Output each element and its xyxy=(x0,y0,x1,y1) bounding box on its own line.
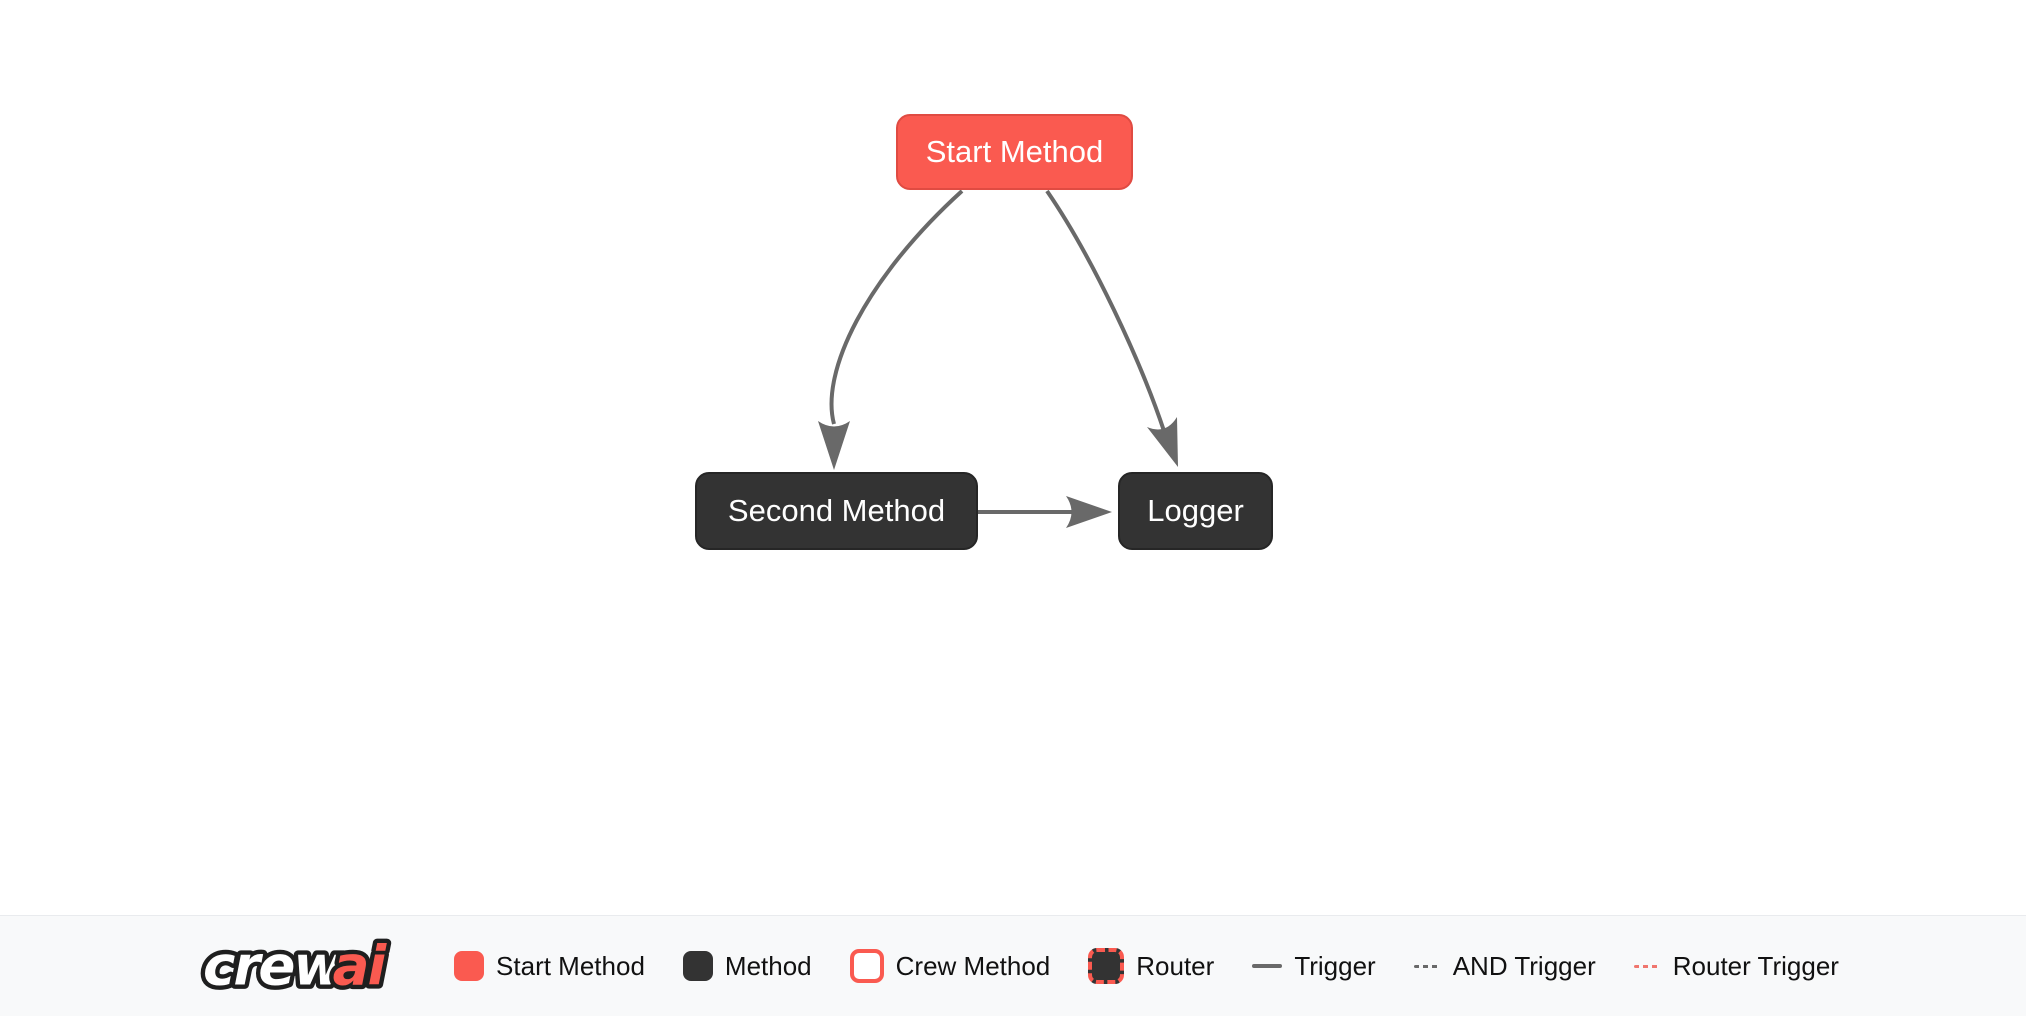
legend-label: Start Method xyxy=(496,950,645,981)
node-start-method[interactable]: Start Method xyxy=(896,114,1133,190)
edge-start-to-logger[interactable] xyxy=(1045,189,1166,432)
flow-canvas[interactable]: Start Method Second Method Logger xyxy=(0,0,2026,915)
arrowhead-start-to-second xyxy=(818,421,850,470)
logo-text-ai: ai xyxy=(333,934,388,998)
legend-label: Crew Method xyxy=(895,950,1051,981)
legend-item-router-trigger: Router Trigger xyxy=(1633,950,1839,982)
legend-item-router: Router xyxy=(1088,948,1214,984)
legend-label: AND Trigger xyxy=(1452,950,1596,981)
node-logger[interactable]: Logger xyxy=(1118,472,1273,550)
legend-bar: crew ai Start Method Method Crew Method … xyxy=(0,915,2026,1016)
router-trigger-line-swatch xyxy=(1633,964,1661,968)
arrowhead-start-to-logger xyxy=(1147,417,1178,467)
legend-label: Method xyxy=(724,950,812,981)
node-second-method[interactable]: Second Method xyxy=(695,472,978,550)
trigger-line-swatch xyxy=(1252,964,1283,968)
crew-method-swatch xyxy=(849,949,884,983)
method-swatch xyxy=(682,951,713,981)
legend-item-and-trigger: AND Trigger xyxy=(1413,950,1596,982)
legend-item-start-method: Start Method xyxy=(454,951,645,982)
start-method-swatch xyxy=(454,951,485,981)
logo-text-crew: crew xyxy=(203,934,344,998)
router-swatch xyxy=(1088,948,1125,984)
crewai-logo: crew ai xyxy=(199,929,394,1002)
legend-label: Router xyxy=(1136,950,1215,981)
legend-label: Router Trigger xyxy=(1672,950,1839,981)
edge-layer xyxy=(818,189,1178,528)
legend-item-method: Method xyxy=(682,950,812,982)
and-trigger-line-swatch xyxy=(1413,964,1441,968)
arrowhead-second-to-logger xyxy=(1066,496,1112,528)
legend-item-crew-method: Crew Method xyxy=(849,949,1051,983)
legend-label: Trigger xyxy=(1294,950,1376,981)
legend-item-trigger: Trigger xyxy=(1252,950,1376,982)
edge-start-to-second[interactable] xyxy=(829,189,964,425)
